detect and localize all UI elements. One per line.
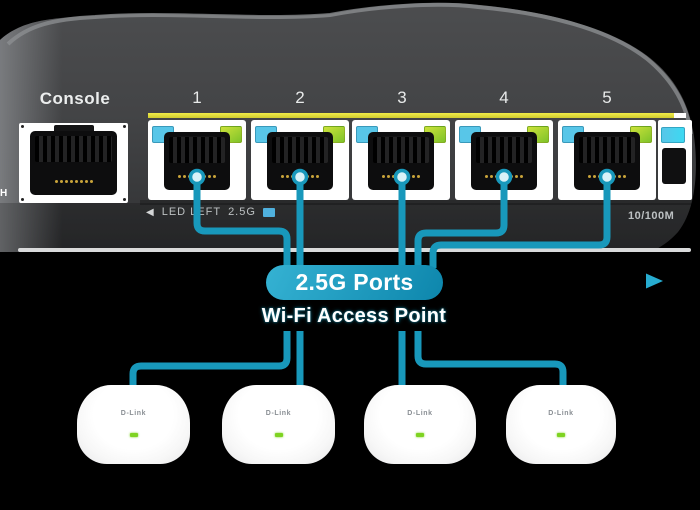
led-legend: ◀ LED LEFT 2.5G [146,206,275,218]
port-connector-marker [393,168,411,186]
access-point-1: D-Link [77,385,190,464]
blue-square-icon [262,207,275,217]
port-connector-marker [598,168,616,186]
port-connector-marker [291,168,309,186]
screw-dot [21,198,24,201]
rj45-jack [267,132,333,190]
port-number-2: 2 [295,88,305,107]
edge-text-artifact: H [0,188,8,199]
screw-dot [21,125,24,128]
rj45-jack-partial [662,148,686,184]
rj45-jack [471,132,537,190]
panel-yellow-stripe [148,113,674,118]
cable-to-ap1 [129,331,291,391]
rj45-clip-tab [53,125,94,135]
ethernet-port-6-partial [658,120,692,200]
port-number-4: 4 [499,88,509,107]
rj45-jack [30,131,117,195]
cable-port1-to-pill [193,182,291,268]
rj45-comb [35,136,112,162]
led-legend-label: LED LEFT [161,206,222,218]
arrow-right-icon [646,273,663,289]
screw-dot [123,198,126,201]
ports-group-pill: 2.5G Ports [266,265,443,300]
dlink-logo: D-Link [407,410,433,417]
screw-dot [123,125,126,128]
led-legend-speed: 2.5G [228,206,256,218]
status-led [274,433,283,437]
rj45-pins [54,180,93,183]
access-point-2: D-Link [222,385,335,464]
uplink-speed-label: 10/100M [628,210,675,222]
port-number-3: 3 [397,88,407,107]
led-2-5g-indicator [661,127,685,143]
access-point-4: D-Link [506,385,616,464]
panel-stripe-highlight [674,113,686,118]
dlink-logo: D-Link [265,410,292,417]
cable-port4-to-pill [414,182,508,268]
access-point-3: D-Link [364,385,476,464]
ethernet-port-1 [148,120,246,200]
cable-to-ap4 [414,331,567,391]
status-led [557,433,565,437]
port-number-5: 5 [602,88,612,107]
dlink-logo: D-Link [548,410,574,417]
triangle-left-icon: ◀ [146,206,155,218]
dlink-logo: D-Link [120,410,147,417]
ethernet-port-2 [251,120,349,200]
wifi-access-point-caption: Wi-Fi Access Point [261,305,447,327]
status-led [416,433,424,437]
port-connector-marker [188,168,206,186]
console-label: Console [39,89,111,108]
console-port [19,123,128,203]
pill-label: 2.5G Ports [295,269,414,295]
cable-port5-to-pill [429,182,611,268]
port-number-1: 1 [192,88,202,107]
rj45-jack [574,132,640,190]
status-led [129,433,138,437]
port-connector-marker [495,168,513,186]
switch-bottom-edge [18,248,691,252]
